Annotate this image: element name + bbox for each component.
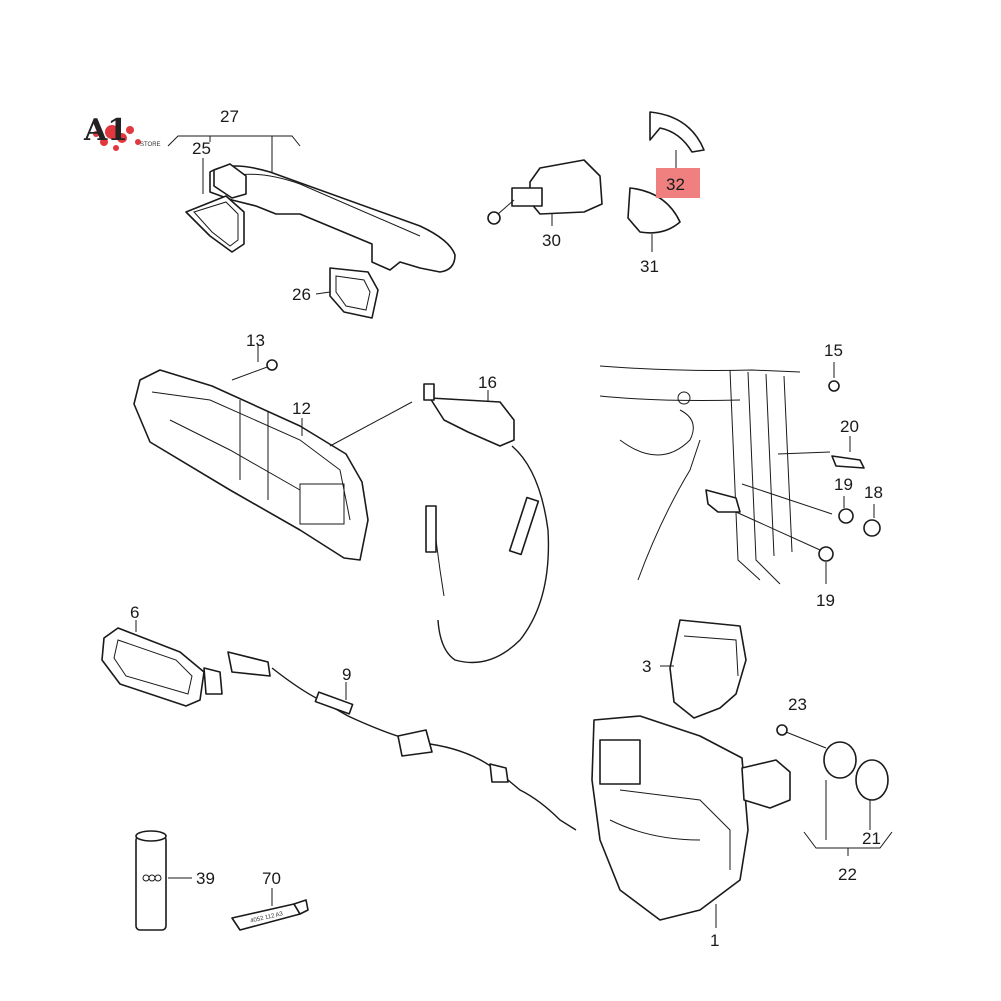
callout-9: 9 [342,665,351,684]
striker-cover [776,724,893,856]
callout-23: 23 [788,695,807,714]
door-frame-section [599,362,881,585]
callout-22: 22 [838,865,857,884]
sealant-tube: 4052 112 A3 [231,888,309,931]
lock-cylinder [487,159,603,226]
callout-12: 12 [292,399,311,418]
callout-21: 21 [862,829,881,848]
callout-39: 39 [196,869,215,888]
callout-15: 15 [824,341,843,360]
inner-handle-and-cable [101,620,577,831]
lubricant-can [135,830,192,931]
callout-20: 20 [840,417,859,436]
callout-27: 27 [220,107,239,126]
lock-bracket [660,619,747,719]
cover-caps [627,111,705,252]
callout-30: 30 [542,231,561,250]
callout-31: 31 [640,257,659,276]
logo-sub: STORE [140,142,161,148]
handle-carrier [133,344,413,561]
callout-70: 70 [262,869,281,888]
callout-1: 1 [710,931,719,950]
release-cable [423,383,550,664]
outer-handle-group [167,135,456,319]
callout-26: 26 [292,285,311,304]
callout-3: 3 [642,657,651,676]
callout-25: 25 [192,139,211,158]
callout-18: 18 [864,483,883,502]
highlight-box-32 [656,168,700,198]
callout-16: 16 [478,373,497,392]
callout-19-upper: 19 [834,475,853,494]
callout-13: 13 [246,331,265,350]
callout-6: 6 [130,603,139,622]
door-lock-mechanism [591,715,791,928]
callout-19-lower: 19 [816,591,835,610]
store-logo: A1 STORE [83,113,161,151]
logo-mark: A1 [83,113,128,148]
callout-32: 32 [666,175,685,194]
